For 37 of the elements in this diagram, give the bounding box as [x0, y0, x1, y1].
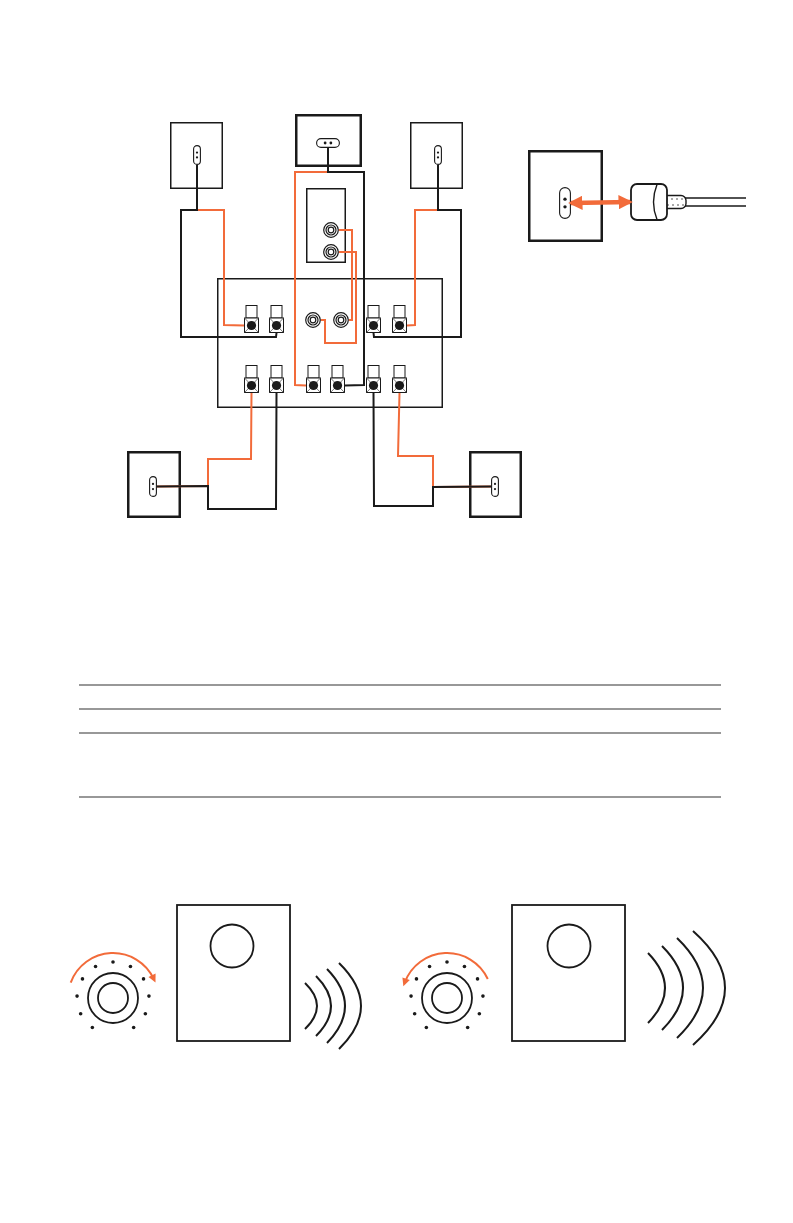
jack-socket	[193, 145, 201, 165]
speaker-box	[528, 150, 603, 242]
speaker-wire	[372, 392, 492, 507]
speaker-terminal	[269, 305, 284, 333]
rca-jack	[333, 312, 349, 328]
receiver-panel	[217, 278, 443, 408]
input-panel	[306, 188, 346, 263]
speaker-terminal	[392, 305, 407, 333]
jack-socket	[491, 476, 499, 497]
speaker-box	[170, 122, 223, 189]
jack-socket	[316, 138, 340, 148]
jack-socket	[434, 145, 442, 165]
speaker-box	[295, 114, 362, 167]
speaker-terminal	[306, 365, 321, 393]
speaker-wire	[156, 392, 278, 510]
speaker-box	[410, 122, 463, 189]
speaker-box	[127, 451, 181, 518]
arrow	[568, 195, 633, 210]
jack-socket	[149, 476, 157, 497]
speaker-terminal	[244, 365, 259, 393]
rca-jack	[323, 244, 339, 260]
speaker-terminal	[269, 365, 284, 393]
speaker-wire	[338, 229, 353, 321]
speaker-terminal	[330, 365, 345, 393]
speaker-wire	[320, 251, 357, 344]
speaker-wire	[372, 164, 462, 338]
speaker-terminal	[366, 365, 381, 393]
speaker-terminal	[244, 305, 259, 333]
speaker-terminal	[392, 365, 407, 393]
jack-socket	[559, 187, 571, 219]
cable-plug-drawing	[630, 181, 746, 223]
rca-jack	[323, 222, 339, 238]
speaker-box	[469, 451, 522, 518]
speaker-wire	[327, 147, 365, 387]
rca-jack	[305, 312, 321, 328]
speaker-terminal	[366, 305, 381, 333]
speaker-wire	[180, 164, 278, 338]
